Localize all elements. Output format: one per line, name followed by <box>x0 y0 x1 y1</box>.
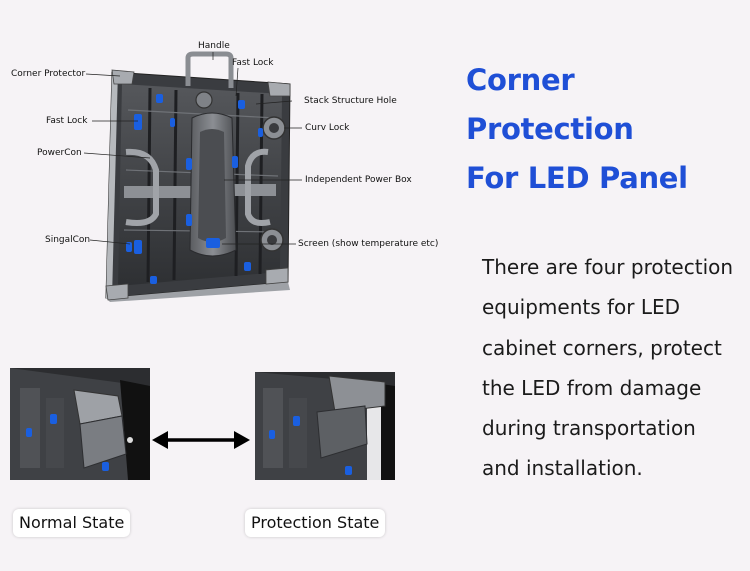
callout-fast-lock-left: Fast Lock <box>46 116 88 126</box>
normal-state-label: Normal State <box>13 509 131 537</box>
callout-curv-lock: Curv Lock <box>305 123 350 133</box>
callout-fast-lock-top: Fast Lock <box>232 58 274 68</box>
description-line: There are four protection <box>482 255 734 279</box>
description-text: There are four protection equipments for… <box>482 247 744 489</box>
protection-state-label: Protection State <box>245 509 386 537</box>
double-arrow-icon <box>152 431 250 449</box>
protection-state-photo <box>255 372 395 480</box>
callout-singalcon: SingalCon <box>45 235 91 245</box>
cabinet-body <box>105 51 291 302</box>
callout-powercon: PowerCon <box>37 148 82 158</box>
normal-state-photo <box>10 368 150 480</box>
callout-handle: Handle <box>198 41 230 51</box>
description-line: the LED from damage <box>482 375 702 400</box>
callout-stack-structure-hole: Stack Structure Hole <box>304 96 397 106</box>
description-line: during transportation <box>482 416 696 441</box>
description-line: cabinet corners, protect <box>482 335 722 360</box>
callout-leaders <box>83 52 302 245</box>
callout-independent-power-box: Independent Power Box <box>305 175 412 185</box>
page-title: Corner Protection For LED Panel <box>466 56 750 203</box>
title-line-2: For LED Panel <box>466 161 688 195</box>
callout-screen: Screen (show temperature etc) <box>298 239 439 249</box>
description-line: equipments for LED <box>482 295 681 320</box>
title-line-1: Corner Protection <box>466 63 634 146</box>
callout-corner-protector: Corner Protector <box>11 69 86 79</box>
description-line: and installation. <box>482 456 643 481</box>
